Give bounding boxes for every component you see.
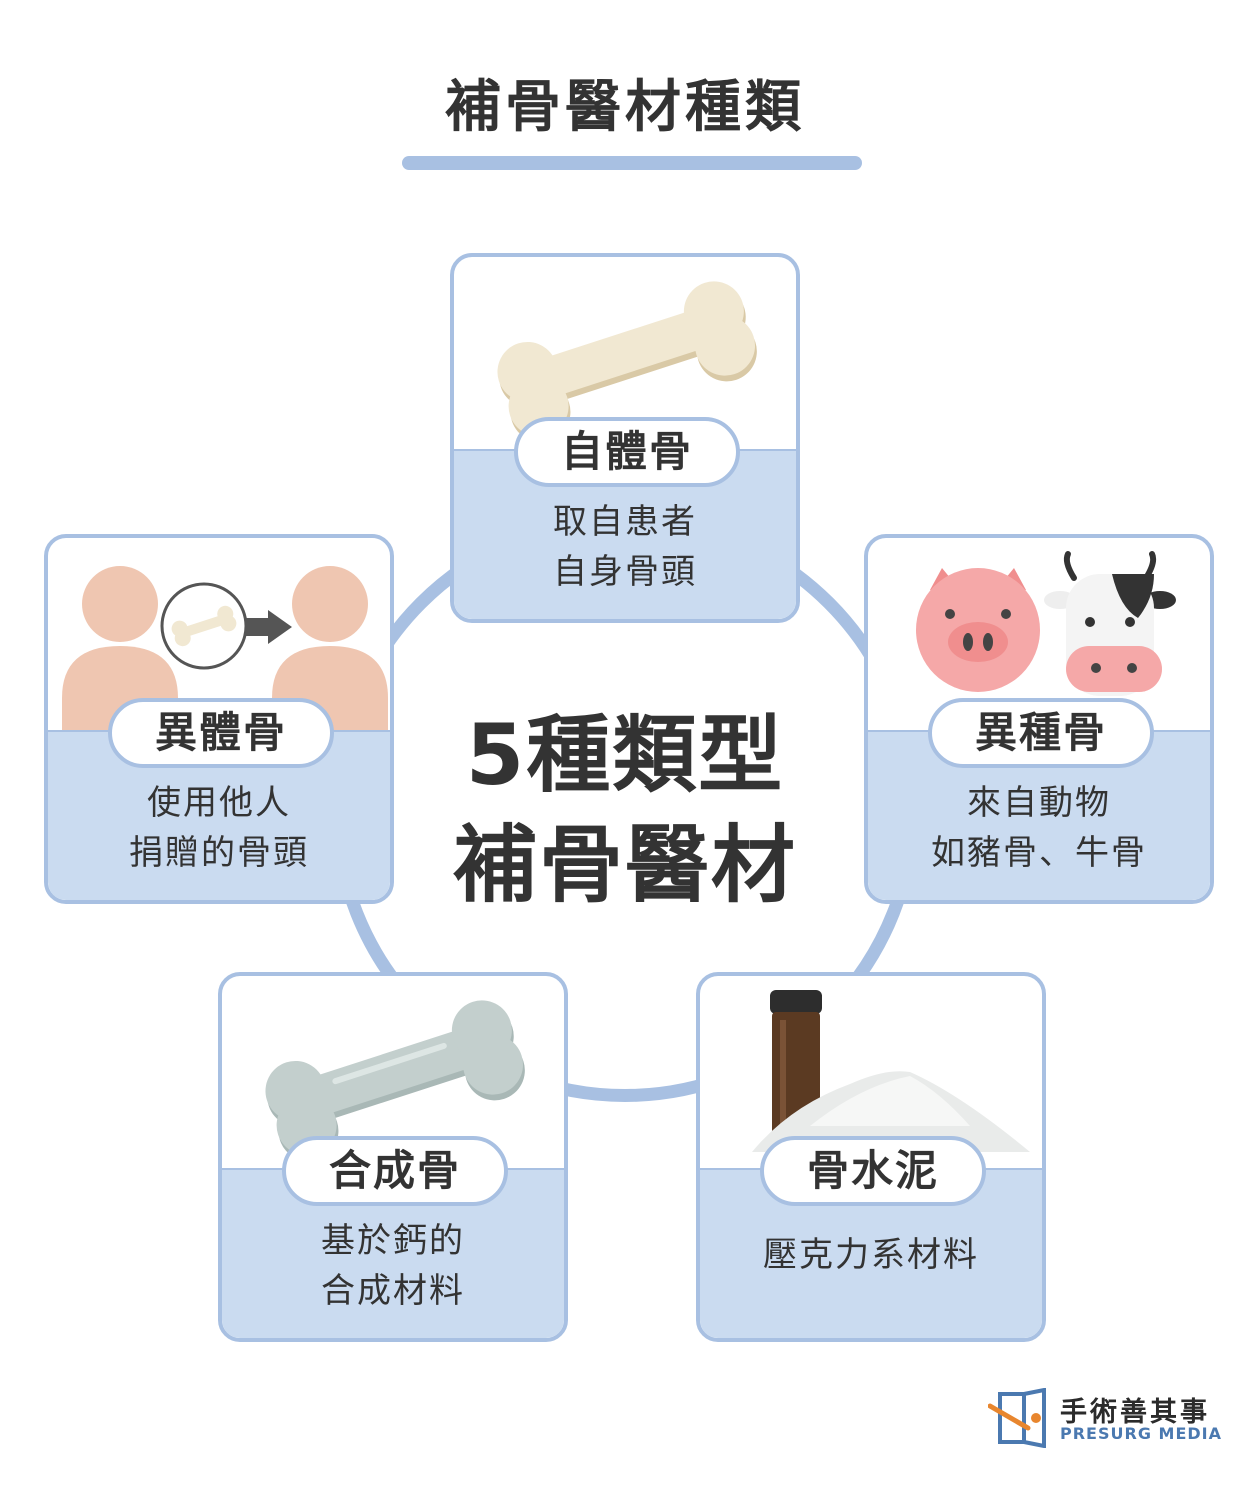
desc-line: 來自動物 bbox=[967, 783, 1111, 823]
card-description: 來自動物 如豬骨、牛骨 bbox=[868, 778, 1210, 878]
desc-line: 如豬骨、牛骨 bbox=[931, 833, 1147, 873]
card-label: 異體骨 bbox=[108, 698, 334, 768]
pig-cow-icon bbox=[916, 551, 1176, 696]
card-xenograft: 來自動物 如豬骨、牛骨 異種骨 bbox=[864, 534, 1214, 904]
card-cement: 壓克力系材料 骨水泥 bbox=[696, 972, 1046, 1342]
card-description-panel: 壓克力系材料 bbox=[700, 1168, 1042, 1338]
title-underline bbox=[402, 156, 862, 170]
center-heading-line-1: 5種類型 bbox=[465, 706, 785, 804]
bone-icon bbox=[497, 281, 757, 442]
card-description: 基於鈣的 合成材料 bbox=[222, 1216, 564, 1316]
desc-line: 取自患者 bbox=[553, 502, 697, 542]
desc-line: 自身骨頭 bbox=[553, 552, 697, 592]
desc-line: 合成材料 bbox=[321, 1271, 465, 1311]
desc-line: 基於鈣的 bbox=[321, 1221, 465, 1261]
vial-powder-icon bbox=[752, 990, 1030, 1152]
card-autograft: 取自患者 自身骨頭 自體骨 bbox=[450, 253, 800, 623]
center-heading-line-2: 補骨醫材 bbox=[452, 816, 797, 914]
card-description: 取自患者 自身骨頭 bbox=[454, 497, 796, 597]
page-title: 補骨醫材種類 bbox=[445, 75, 805, 140]
card-description: 使用他人 捐贈的骨頭 bbox=[48, 778, 390, 878]
card-label: 自體骨 bbox=[514, 417, 740, 487]
desc-line: 使用他人 bbox=[147, 783, 291, 823]
center-heading: 5種類型 補骨醫材 bbox=[380, 700, 870, 920]
desc-line: 壓克力系材料 bbox=[763, 1235, 979, 1275]
brand-name-cn: 手術善其事 bbox=[1060, 1397, 1210, 1428]
card-allograft: 使用他人 捐贈的骨頭 異體骨 bbox=[44, 534, 394, 904]
card-synthetic: 基於鈣的 合成材料 合成骨 bbox=[218, 972, 568, 1342]
brand-name-en: PRESURG MEDIA bbox=[1060, 1424, 1222, 1443]
card-label: 骨水泥 bbox=[760, 1136, 986, 1206]
brand-logo-icon bbox=[988, 1388, 1046, 1448]
card-description: 壓克力系材料 bbox=[700, 1230, 1042, 1280]
desc-line: 捐贈的骨頭 bbox=[129, 833, 309, 873]
card-label: 合成骨 bbox=[282, 1136, 508, 1206]
card-label: 異種骨 bbox=[928, 698, 1154, 768]
